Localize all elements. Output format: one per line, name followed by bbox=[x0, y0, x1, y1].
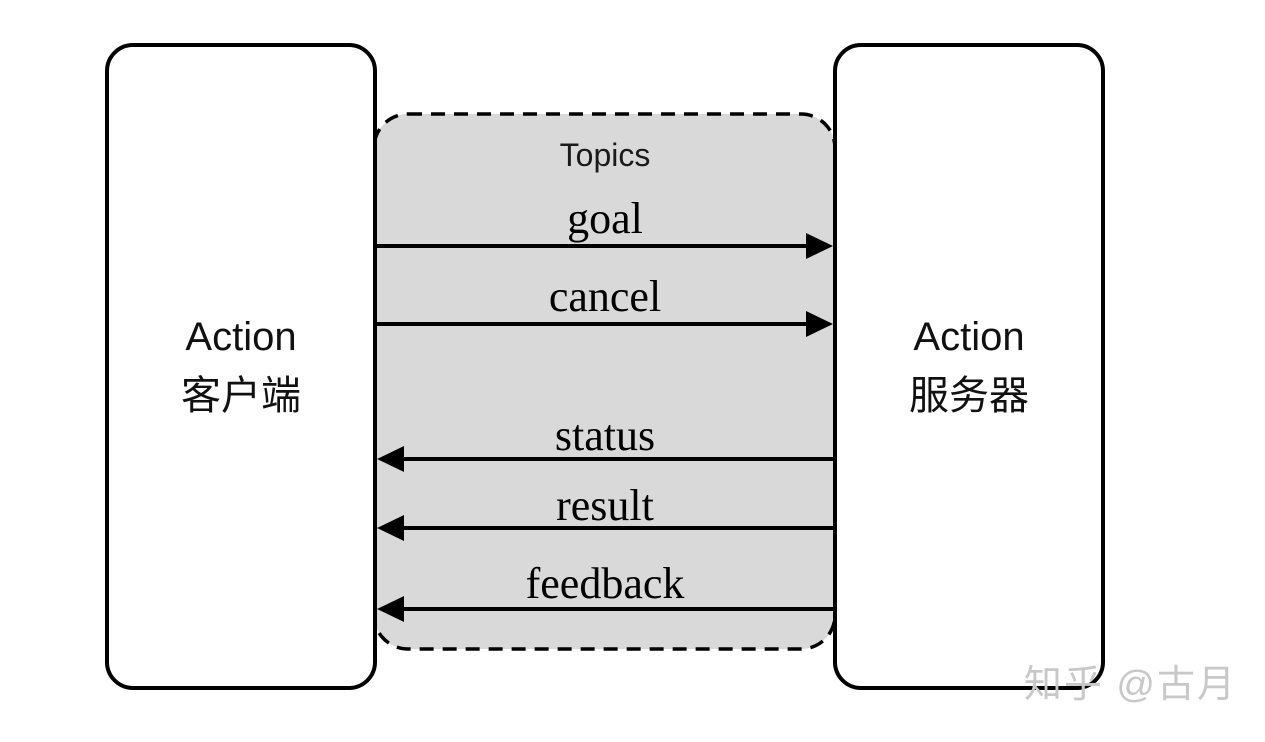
server-box-label-line1: Action bbox=[913, 314, 1025, 359]
result-arrow-label: result bbox=[556, 481, 654, 530]
watermark-text: 知乎 @古月 bbox=[1023, 664, 1237, 706]
client-box-label-line1: Action bbox=[185, 314, 297, 359]
goal-arrow-label: goal bbox=[567, 194, 643, 243]
topics-title: Topics bbox=[559, 137, 651, 173]
goal-arrowhead-right-icon bbox=[806, 233, 833, 259]
server-box-label-line2: 服务器 bbox=[909, 373, 1029, 418]
feedback-arrow-label: feedback bbox=[525, 559, 685, 608]
cancel-arrow bbox=[377, 311, 833, 337]
action-client-box: Action 客户端 bbox=[105, 43, 377, 690]
feedback-arrow bbox=[377, 596, 833, 622]
cancel-arrowhead-right-icon bbox=[806, 311, 833, 337]
cancel-arrow-label: cancel bbox=[548, 272, 662, 321]
status-arrow bbox=[377, 446, 833, 472]
goal-arrow bbox=[377, 233, 833, 259]
result-arrow bbox=[377, 515, 833, 541]
status-arrow-label: status bbox=[554, 411, 656, 460]
client-box-label-line2: 客户端 bbox=[181, 373, 301, 418]
feedback-arrowhead-left-icon bbox=[377, 596, 404, 622]
result-arrowhead-left-icon bbox=[377, 515, 404, 541]
action-server-box: Action 服务器 bbox=[833, 43, 1105, 690]
status-arrowhead-left-icon bbox=[377, 446, 404, 472]
